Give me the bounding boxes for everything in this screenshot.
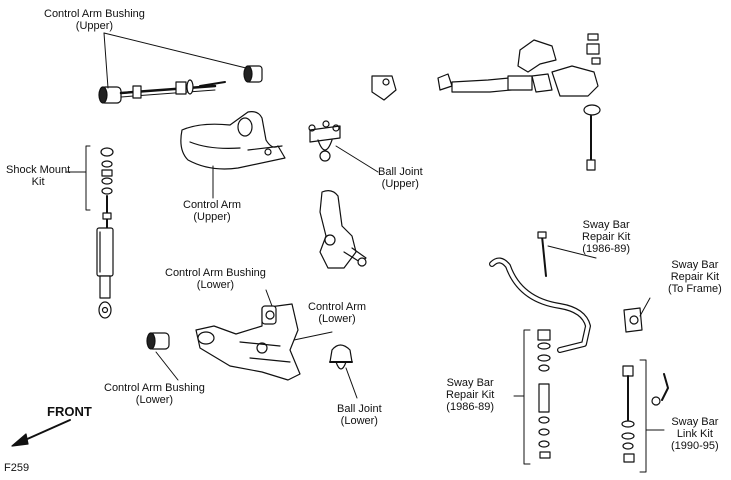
- lower-bushing-left: [146, 332, 170, 350]
- figure-code: F259: [4, 462, 30, 474]
- label-ball-joint-upper: Ball Joint(Upper): [378, 166, 423, 190]
- sway-repair-stack: [537, 329, 551, 459]
- front-label: FRONT: [47, 404, 92, 419]
- sway-frame-bushing: [623, 307, 643, 333]
- leader-lines: [65, 32, 665, 473]
- label-upper-bushing: Control Arm Bushing(Upper): [44, 8, 145, 32]
- sway-link-stack: [621, 365, 669, 463]
- label-lower-bushing-top: Control Arm Bushing(Lower): [165, 267, 266, 291]
- label-ball-joint-lower: Ball Joint(Lower): [337, 403, 382, 427]
- label-lower-bushing-bottom: Control Arm Bushing(Lower): [104, 382, 205, 406]
- upper-control-arm: [180, 111, 286, 170]
- lower-control-arm: [195, 303, 301, 381]
- upper-ball-joint: [308, 120, 341, 162]
- label-control-arm-upper: Control Arm(Upper): [183, 199, 242, 223]
- sway-bar: [489, 231, 591, 353]
- lower-ball-joint: [329, 344, 353, 370]
- label-control-arm-lower: Control Arm(Lower): [308, 301, 367, 325]
- upper-right-assembly: [371, 33, 601, 171]
- shock-absorber: [96, 147, 114, 319]
- upper-bushing-shaft: [98, 65, 263, 104]
- front-arrow-icon: [11, 419, 71, 447]
- steering-knuckle: [319, 190, 367, 269]
